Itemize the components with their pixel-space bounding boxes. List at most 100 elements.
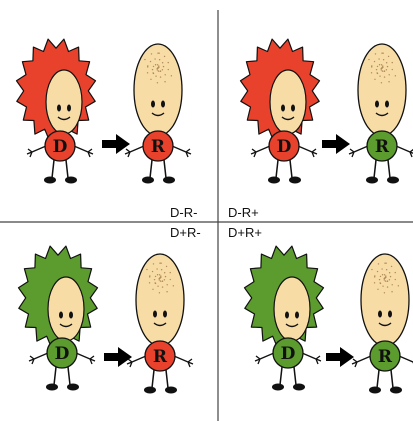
label-d-plus-r-plus: D+R+ bbox=[228, 226, 262, 240]
leg-icon bbox=[68, 367, 70, 385]
leg-icon bbox=[150, 160, 152, 178]
speckle bbox=[160, 275, 161, 276]
speckle bbox=[387, 286, 388, 287]
arm-icon bbox=[174, 356, 193, 367]
speckle bbox=[386, 269, 387, 270]
eye-icon bbox=[153, 311, 157, 318]
speckle bbox=[384, 76, 385, 77]
head-icon bbox=[361, 254, 409, 346]
label-d-plus-r-minus: D+R- bbox=[170, 226, 201, 240]
speckle bbox=[164, 279, 165, 280]
speckle bbox=[170, 279, 171, 280]
speckle bbox=[150, 61, 151, 62]
speckle bbox=[381, 82, 382, 83]
speckle bbox=[156, 268, 157, 269]
eye-icon bbox=[295, 312, 299, 319]
speckle bbox=[384, 279, 385, 280]
speckle bbox=[386, 62, 387, 63]
speckle bbox=[379, 64, 380, 65]
arm-icon bbox=[302, 353, 321, 364]
speckle bbox=[385, 275, 386, 276]
speckle bbox=[386, 69, 387, 70]
leg-icon bbox=[377, 370, 379, 388]
speckle bbox=[159, 274, 160, 275]
eye-icon bbox=[385, 101, 389, 108]
speckle bbox=[160, 277, 161, 278]
speckle bbox=[378, 58, 379, 59]
speckle bbox=[379, 75, 380, 76]
speckle bbox=[173, 285, 174, 286]
speckle bbox=[389, 272, 390, 273]
speckle bbox=[375, 53, 376, 54]
speckle bbox=[398, 285, 399, 286]
shoe-icon bbox=[163, 177, 175, 184]
speckle bbox=[377, 271, 378, 272]
body-letter: R bbox=[375, 137, 390, 157]
shoe-icon bbox=[165, 387, 177, 394]
speckle bbox=[151, 53, 152, 54]
shoe-icon bbox=[46, 384, 58, 391]
speckle bbox=[160, 70, 161, 71]
speckle bbox=[384, 274, 385, 275]
speckle bbox=[158, 67, 159, 68]
leg-icon bbox=[54, 367, 56, 385]
speckle bbox=[392, 284, 393, 285]
body-letter: R bbox=[378, 347, 393, 367]
speckle bbox=[387, 280, 388, 281]
speckle bbox=[381, 268, 382, 269]
speckle bbox=[390, 276, 391, 277]
speckle bbox=[382, 285, 383, 286]
eye-icon bbox=[161, 101, 165, 108]
donor-figure: D bbox=[19, 246, 98, 390]
eye-icon bbox=[151, 101, 155, 108]
shoe-icon bbox=[272, 384, 284, 391]
speckle bbox=[159, 279, 160, 280]
speckle bbox=[147, 66, 148, 67]
speckle bbox=[146, 269, 147, 270]
eye-icon bbox=[375, 101, 379, 108]
speckle bbox=[385, 277, 386, 278]
speckle bbox=[157, 64, 158, 65]
arm-icon bbox=[255, 353, 274, 364]
speckle bbox=[392, 69, 393, 70]
speckle bbox=[165, 276, 166, 277]
head-icon bbox=[48, 277, 84, 341]
speckle bbox=[381, 52, 382, 53]
speckle bbox=[153, 66, 154, 67]
speckle bbox=[163, 66, 164, 67]
speckle bbox=[149, 276, 150, 277]
shoe-icon bbox=[387, 177, 399, 184]
speckle bbox=[382, 65, 383, 66]
speckle bbox=[162, 62, 163, 63]
speckle bbox=[153, 73, 154, 74]
speckle bbox=[154, 279, 155, 280]
speckle bbox=[377, 66, 378, 67]
speckle bbox=[395, 272, 396, 273]
arm-icon bbox=[396, 146, 413, 157]
arm-icon bbox=[74, 146, 93, 157]
body-letter: D bbox=[55, 344, 70, 364]
eye-icon bbox=[59, 312, 63, 319]
speckle bbox=[368, 59, 369, 60]
eye-icon bbox=[378, 311, 382, 318]
speckle bbox=[395, 75, 396, 76]
speckle bbox=[162, 69, 163, 70]
speckle bbox=[377, 73, 378, 74]
leg-icon bbox=[388, 160, 390, 178]
head-icon bbox=[46, 70, 82, 134]
body-letter: R bbox=[151, 137, 166, 157]
speckle bbox=[382, 67, 383, 68]
speckle bbox=[377, 289, 378, 290]
recipient-figure: R bbox=[125, 44, 191, 184]
eye-icon bbox=[388, 311, 392, 318]
speckle bbox=[380, 283, 381, 284]
speckle bbox=[371, 269, 372, 270]
speckle bbox=[157, 69, 158, 70]
speckle bbox=[152, 69, 153, 70]
eye-icon bbox=[67, 105, 71, 112]
recipient-figure: R bbox=[127, 254, 193, 394]
speckle bbox=[162, 286, 163, 287]
